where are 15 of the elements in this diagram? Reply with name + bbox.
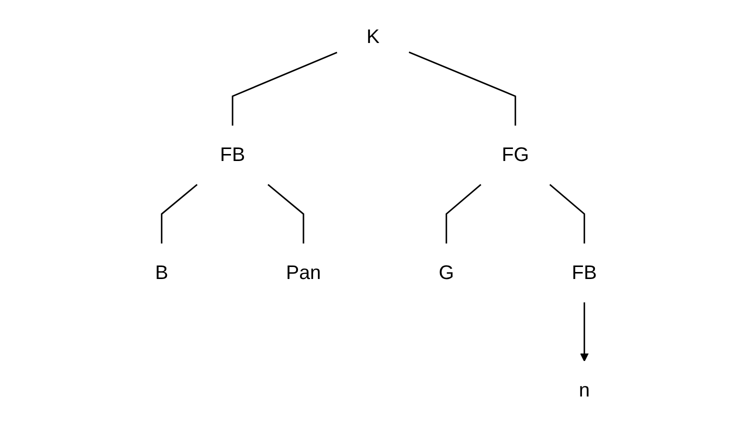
- node-text: FG: [502, 144, 529, 166]
- node-text: B: [155, 262, 168, 284]
- node-text: G: [438, 262, 454, 284]
- node-text: n: [578, 380, 590, 402]
- node-text: FB: [572, 262, 597, 284]
- connector: [446, 184, 482, 244]
- connector: [408, 52, 516, 126]
- node-text: K: [366, 26, 380, 48]
- node-text: FB: [220, 144, 246, 166]
- node-text: Pan: [286, 262, 321, 284]
- connector: [232, 52, 338, 126]
- connector: [268, 184, 304, 244]
- connector: [549, 184, 586, 244]
- arrow: [580, 302, 589, 362]
- connector: [160, 184, 198, 244]
